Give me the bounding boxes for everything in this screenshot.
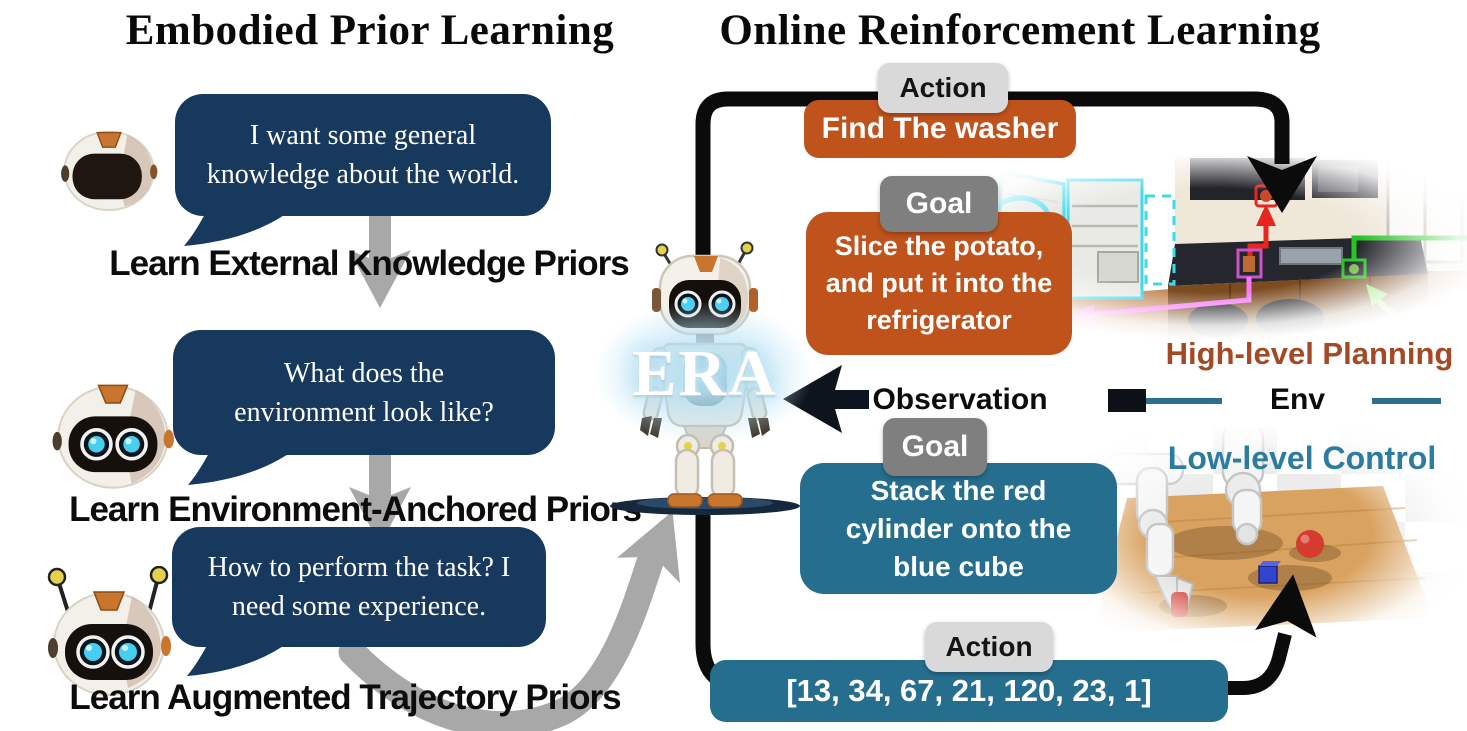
robot-antenna-icon [47, 566, 171, 696]
goal-badge-bottom-label: Goal [901, 430, 969, 463]
down-arrow-icon-2 [349, 455, 411, 545]
speech-bubble-2-line: environment look like? [234, 396, 494, 428]
observation-label: Observation [872, 383, 1048, 416]
action-badge-bottom: Action [925, 622, 1053, 672]
speech-bubble-3-tail [186, 640, 292, 677]
speech-bubble-1-line: knowledge about the world. [206, 159, 520, 190]
low-level-control-label: Low-level Control [1167, 440, 1437, 476]
speech-bubble-1: I want some general knowledge about the … [175, 94, 551, 216]
swoosh-arrow-icon [338, 511, 681, 731]
speech-bubble-2-tail [188, 447, 298, 485]
env-dash-right [1372, 398, 1441, 404]
goal-badge-top-label: Goal [905, 187, 973, 220]
goal-badge-bottom: Goal [883, 418, 987, 476]
speech-bubble-1-line: I want some general [249, 120, 477, 151]
action-badge-top: Action [878, 63, 1008, 113]
goal-badge-top: Goal [880, 176, 998, 232]
high-level-goal-line: and put it into the [825, 268, 1053, 298]
low-level-goal-line: Stack the red [870, 474, 1047, 506]
era-wordmark: ERA [632, 337, 778, 410]
low-level-action-text: [13, 34, 67, 21, 120, 23, 1] [786, 673, 1152, 708]
speech-bubble-2-line: What does the [283, 357, 445, 389]
speech-bubble-2: What does the environment look like? [173, 330, 555, 455]
env-label: Env [1269, 383, 1326, 416]
down-arrow-icon-1 [349, 215, 411, 308]
loop-arrow-bottom-left [695, 498, 772, 695]
env-link-bar [1108, 389, 1146, 412]
left-title: Embodied Prior Learning [125, 7, 615, 54]
high-level-planning-label: High-level Planning [1165, 336, 1454, 371]
robot-helmet-icon [61, 130, 158, 212]
high-level-action-text: Find The washer [821, 112, 1059, 145]
high-level-goal-line: refrigerator [866, 305, 1012, 335]
prior-label-1: Learn External Knowledge Priors [109, 244, 629, 283]
action-badge-bottom-label: Action [945, 631, 1033, 662]
era-glow [594, 300, 814, 445]
prior-label-2: Learn Environment-Anchored Priors [69, 490, 642, 529]
right-title: Online Reinforcement Learning [719, 7, 1321, 54]
speech-bubble-1-tail [184, 208, 294, 246]
observation-arrow-icon [783, 365, 869, 433]
low-level-goal-line: blue cube [893, 550, 1024, 582]
low-level-goal-line: cylinder onto the [845, 512, 1072, 544]
prior-label-3: Learn Augmented Trajectory Priors [69, 678, 621, 717]
loop-arrow-bottom-right [1226, 574, 1317, 695]
speech-bubble-3-line: How to perform the task? I [207, 552, 511, 583]
env-dash-left [1146, 398, 1222, 404]
speech-bubble-3: How to perform the task? I need some exp… [172, 527, 546, 647]
action-badge-top-label: Action [899, 72, 987, 103]
speech-bubble-3-line: need some experience. [231, 591, 487, 622]
low-level-goal-box: Stack the red cylinder onto the blue cub… [800, 463, 1117, 594]
robot-face-icon [52, 384, 174, 489]
high-level-goal-line: Slice the potato, [834, 231, 1044, 261]
low-level-action-box: [13, 34, 67, 21, 120, 23, 1] [710, 660, 1228, 722]
high-level-goal-box: Slice the potato, and put it into the re… [806, 212, 1072, 355]
